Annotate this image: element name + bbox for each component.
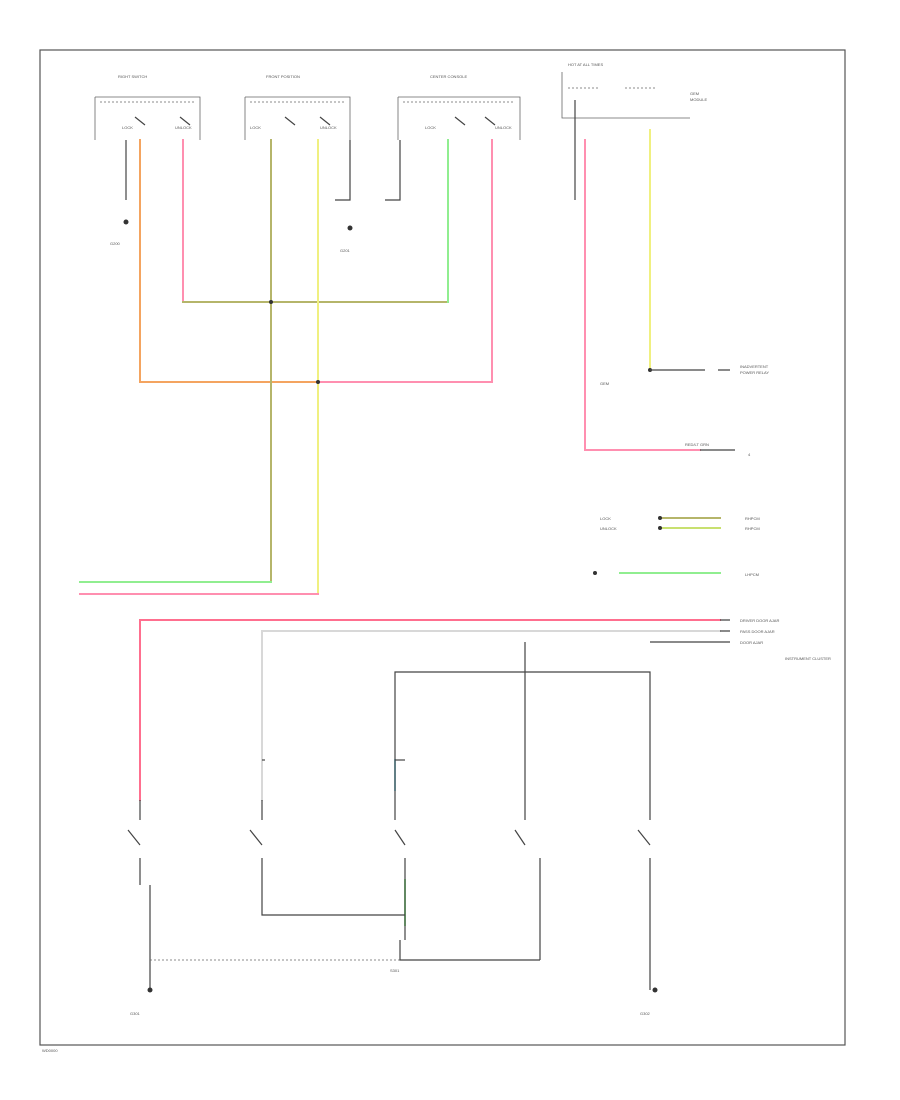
svg-text:RED/LT GRN: RED/LT GRN — [685, 442, 709, 447]
svg-text:G302: G302 — [640, 1011, 651, 1016]
svg-text:LOCK: LOCK — [425, 125, 436, 130]
svg-text:UNLOCK: UNLOCK — [600, 526, 617, 531]
top-right-power-connector: HOT AT ALL TIMES GEM MODULE — [561, 62, 707, 119]
svg-text:UNLOCK: UNLOCK — [495, 125, 512, 130]
svg-text:RHPCM: RHPCM — [745, 526, 760, 531]
top-right-switch-module: CENTER CONSOLE LOCK UNLOCK — [397, 74, 521, 140]
svg-text:GEM: GEM — [690, 91, 699, 96]
svg-text:DOOR AJAR: DOOR AJAR — [740, 640, 763, 645]
top-right-module-title: CENTER CONSOLE — [430, 74, 467, 79]
svg-text:LHPCM: LHPCM — [745, 572, 759, 577]
diagram-frame — [39, 49, 846, 1046]
svg-text:INADVERTENT: INADVERTENT — [740, 364, 769, 369]
top-left-switch-module: RIGHT SWITCH LOCK UNLOCK — [94, 74, 201, 140]
footer-code: WD0000 — [42, 1048, 58, 1053]
svg-text:G201: G201 — [340, 248, 351, 253]
wire-orange — [139, 139, 319, 383]
svg-text:GEM: GEM — [600, 381, 609, 386]
svg-text:G301: G301 — [130, 1011, 141, 1016]
top-center-module-title: FRONT POSITION — [266, 74, 300, 79]
wire-gray — [261, 630, 721, 801]
svg-text:LOCK: LOCK — [250, 125, 261, 130]
hot-at-all-times-label: HOT AT ALL TIMES — [568, 62, 603, 67]
svg-text:UNLOCK: UNLOCK — [320, 125, 337, 130]
svg-text:LOCK: LOCK — [122, 125, 133, 130]
svg-text:MODULE: MODULE — [690, 97, 707, 102]
top-center-switch-module: FRONT POSITION LOCK UNLOCK — [244, 74, 351, 140]
svg-text:POWER RELAY: POWER RELAY — [740, 370, 769, 375]
svg-text:G200: G200 — [110, 241, 121, 246]
wire-pink-bus — [317, 139, 493, 383]
svg-text:DRIVER DOOR AJAR: DRIVER DOOR AJAR — [740, 618, 779, 623]
upper-black-wires: G200 G201 — [110, 100, 576, 253]
colored-wires — [79, 129, 721, 926]
instrument-cluster-label: INSTRUMENT CLUSTER — [785, 656, 831, 661]
svg-text:RHPCM: RHPCM — [745, 516, 760, 521]
lower-black-wires: G301 G302 S301 — [127, 642, 658, 1016]
wire-pink-right — [584, 139, 701, 451]
svg-text:S301: S301 — [390, 968, 400, 973]
top-left-module-title: RIGHT SWITCH — [118, 74, 147, 79]
svg-text:PASS DOOR AJAR: PASS DOOR AJAR — [740, 629, 775, 634]
instrument-cluster-connector: DRIVER DOOR AJAR PASS DOOR AJAR DOOR AJA… — [650, 618, 831, 661]
right-middle-connectors: INADVERTENT POWER RELAY GEM RED/LT GRN 4… — [600, 364, 769, 577]
wire-red-main — [139, 619, 721, 801]
svg-text:UNLOCK: UNLOCK — [175, 125, 192, 130]
svg-text:4: 4 — [748, 452, 751, 457]
svg-text:LOCK: LOCK — [600, 516, 611, 521]
junction-dots — [269, 300, 662, 575]
